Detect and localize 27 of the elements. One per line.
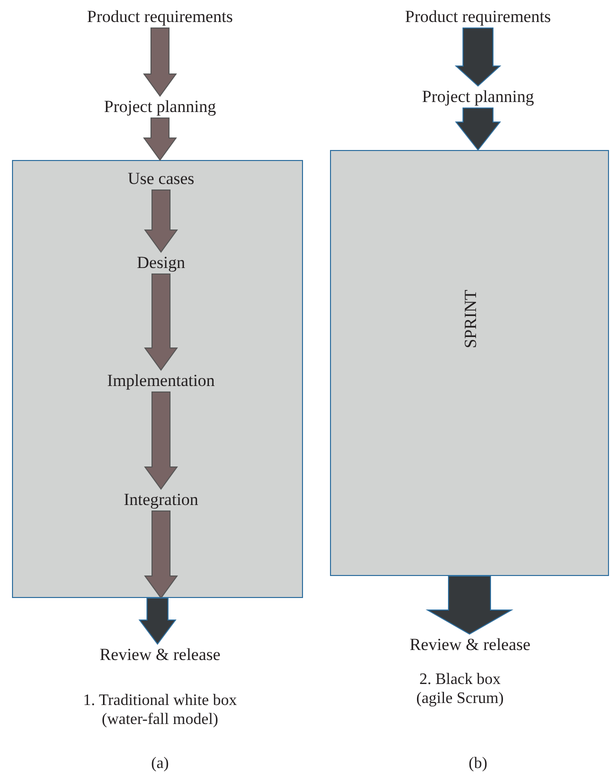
process-box: [12, 160, 303, 598]
step-label: Integration: [124, 489, 198, 511]
sprint-box: [330, 150, 609, 576]
block-arrow: [144, 510, 178, 599]
block-arrow: [143, 28, 177, 97]
block-arrow: [454, 28, 502, 87]
block-arrow: [138, 598, 176, 645]
step-label: Use cases: [128, 168, 194, 190]
block-arrow: [143, 118, 177, 161]
step-label: Project planning: [104, 96, 216, 118]
block-arrow: [144, 190, 178, 253]
block-arrow: [426, 576, 514, 635]
step-label: Design: [136, 252, 186, 274]
step-label: Project planning: [422, 86, 534, 108]
block-arrow: [144, 392, 178, 490]
step-label: Product requirements: [405, 6, 551, 28]
step-label: Product requirements: [87, 6, 233, 28]
panel-label: (a): [150, 754, 170, 773]
step-label: Review & release: [410, 634, 530, 656]
step-label: Review & release: [100, 644, 220, 666]
block-arrow: [144, 274, 178, 371]
block-arrow: [454, 108, 502, 151]
figure-caption: 1. Traditional white box (water-fall model): [82, 691, 238, 729]
box-label: SPRINT: [460, 290, 480, 348]
step-label: Implementation: [107, 370, 215, 392]
figure-caption: 2. Black box (agile Scrum): [415, 670, 505, 708]
panel-label: (b): [468, 754, 488, 773]
